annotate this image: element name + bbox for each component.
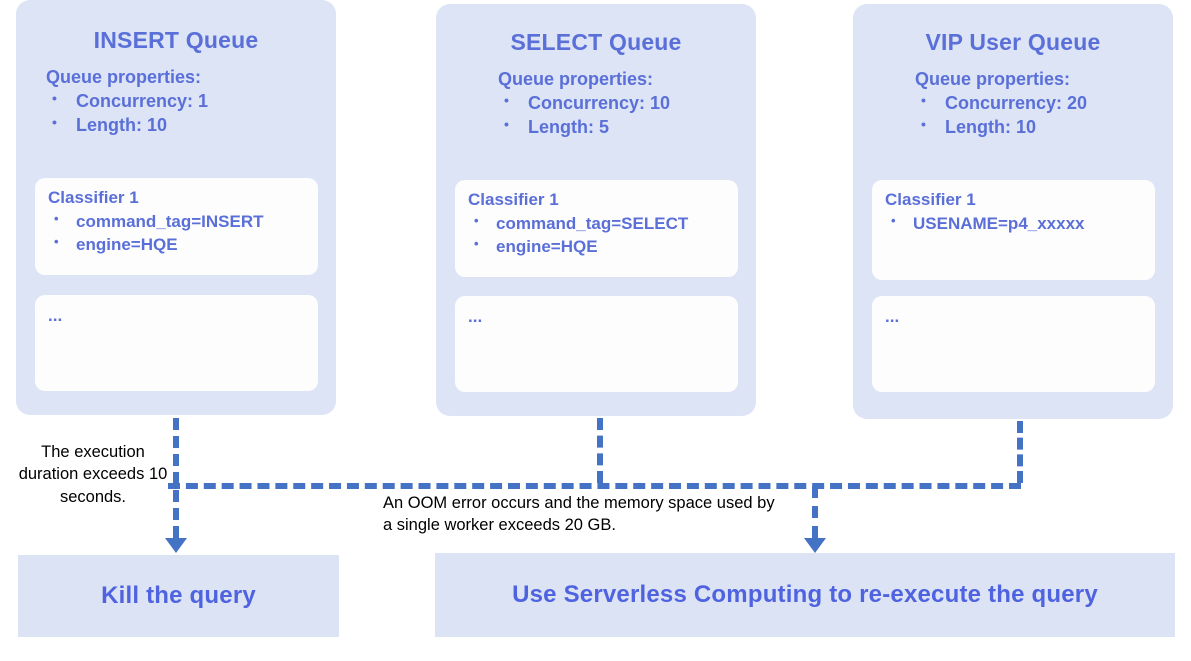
classifier-rule-item: engine=HQE <box>468 235 688 259</box>
arrow-head-bus-to-serverless <box>804 538 826 553</box>
more-classifiers-box-insert: ... <box>35 295 318 391</box>
more-classifiers-ellipsis: ... <box>468 307 483 326</box>
classifier-box-vip-user: Classifier 1 USENAME=p4_xxxxx <box>872 180 1155 280</box>
result-box-kill-query[interactable]: Kill the query <box>18 555 339 637</box>
queue-properties-heading-select: Queue properties: <box>498 69 654 89</box>
result-label-serverless: Use Serverless Computing to re-execute t… <box>512 581 1098 608</box>
more-classifiers-ellipsis: ... <box>885 307 900 326</box>
annotation-timeout: The execution duration exceeds 10 second… <box>14 441 172 508</box>
classifier-title-vip-user: Classifier 1 <box>885 190 976 209</box>
queue-property-item: Length: 10 <box>46 113 326 138</box>
annotation-oom: An OOM error occurs and the memory space… <box>383 492 775 537</box>
queue-card-insert: INSERT Queue Queue properties: Concurren… <box>16 0 336 415</box>
classifier-rule-list-select: command_tag=SELECT engine=HQE <box>468 212 688 259</box>
classifier-box-select: Classifier 1 command_tag=SELECT engine=H… <box>455 180 738 277</box>
classifier-box-insert: Classifier 1 command_tag=INSERT engine=H… <box>35 178 318 275</box>
classifier-title-select: Classifier 1 <box>468 190 559 209</box>
connector-horizontal-bus <box>168 483 1021 489</box>
queue-properties-vip-user: Queue properties: Concurrency: 20 Length… <box>915 69 1175 140</box>
queue-property-item: Concurrency: 1 <box>46 89 326 114</box>
classifier-rule-list-vip-user: USENAME=p4_xxxxx <box>885 212 1085 236</box>
classifier-rule-item: USENAME=p4_xxxxx <box>885 212 1085 236</box>
queue-title-vip-user: VIP User Queue <box>925 29 1101 55</box>
queue-property-item: Length: 5 <box>498 115 758 140</box>
classifier-rule-list-insert: command_tag=INSERT engine=HQE <box>48 210 264 257</box>
more-classifiers-ellipsis: ... <box>48 306 63 325</box>
connector-select-vertical <box>597 418 603 483</box>
queue-properties-insert: Queue properties: Concurrency: 1 Length:… <box>46 67 326 138</box>
arrow-head-insert-to-kill <box>165 538 187 553</box>
queue-properties-select: Queue properties: Concurrency: 10 Length… <box>498 69 758 140</box>
more-classifiers-box-select: ... <box>455 296 738 392</box>
queue-properties-list-insert: Concurrency: 1 Length: 10 <box>46 89 326 138</box>
queue-properties-heading-insert: Queue properties: <box>46 67 202 87</box>
classifier-rule-item: command_tag=INSERT <box>48 210 264 234</box>
queue-property-item: Concurrency: 20 <box>915 91 1175 116</box>
connector-insert-vertical <box>173 418 179 538</box>
classifier-rule-item: engine=HQE <box>48 233 264 257</box>
classifier-title-insert: Classifier 1 <box>48 188 139 207</box>
queue-card-vip-user: VIP User Queue Queue properties: Concurr… <box>853 4 1173 419</box>
annotation-oom-text: An OOM error occurs and the memory space… <box>383 494 775 535</box>
queue-title-insert: INSERT Queue <box>93 27 259 53</box>
classifier-rule-item: command_tag=SELECT <box>468 212 688 236</box>
result-box-serverless[interactable]: Use Serverless Computing to re-execute t… <box>435 553 1175 637</box>
result-label-kill-query: Kill the query <box>101 582 256 609</box>
queue-properties-list-vip-user: Concurrency: 20 Length: 10 <box>915 91 1175 140</box>
queue-property-item: Length: 10 <box>915 115 1175 140</box>
connector-vip-vertical <box>1017 421 1023 483</box>
annotation-timeout-text: The execution duration exceeds 10 second… <box>18 443 168 506</box>
queue-property-item: Concurrency: 10 <box>498 91 758 116</box>
queue-properties-list-select: Concurrency: 10 Length: 5 <box>498 91 758 140</box>
queue-card-select: SELECT Queue Queue properties: Concurren… <box>436 4 756 416</box>
more-classifiers-box-vip-user: ... <box>872 296 1155 392</box>
queue-title-select: SELECT Queue <box>510 29 682 55</box>
connector-serverless-vertical <box>812 486 818 538</box>
queue-properties-heading-vip-user: Queue properties: <box>915 69 1071 89</box>
